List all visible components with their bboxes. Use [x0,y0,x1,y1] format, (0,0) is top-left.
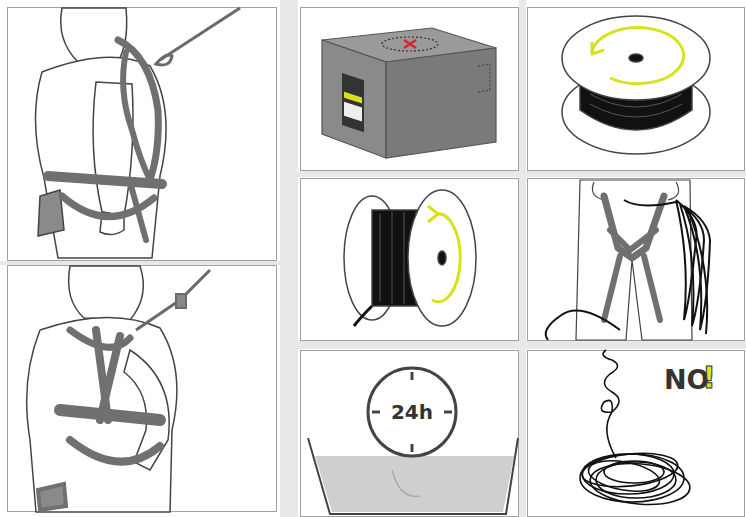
gutter [298,171,746,177]
rope [136,270,210,330]
coiled-rope [546,200,710,340]
harness-strap [610,230,656,250]
rope-box [386,48,496,158]
soaking-basin [315,456,514,512]
rotation-arrow [592,42,604,54]
rope-box [342,73,364,132]
person-side-view [35,57,166,258]
panel-frame [528,351,745,517]
rope-box [322,28,496,158]
clock-tick [411,444,414,452]
panel-frame [8,266,277,512]
harness-strap [604,256,660,320]
harness-strap [60,410,160,420]
person-legs [576,180,692,340]
panel-frame [528,179,745,341]
rope-spool [629,54,643,62]
harness-strap [38,484,66,510]
rope-spool [344,190,476,326]
rope [176,294,186,308]
panel-frame [301,179,519,341]
panel-frame [8,8,745,517]
harness-strap [48,176,162,184]
gutter [280,0,298,517]
clock-tick [372,411,380,414]
person-side-view [35,8,166,258]
soaking-basin [392,470,420,496]
rope-box [478,64,490,92]
rotation-arrow [592,28,684,84]
tangled-rope [604,461,664,483]
harness-strap [118,40,158,180]
rope-box [404,40,416,48]
rope [156,55,172,65]
coiled-rope [624,200,676,206]
rotation-arrow [592,28,684,84]
gutter [298,341,746,349]
rotation-arrow [428,206,460,302]
tangled-rope [581,449,680,491]
soaking-basin [308,438,518,514]
panel-frame [528,8,745,171]
person-legs [576,180,692,340]
rope [136,270,210,330]
person-back-view [27,266,177,512]
tangled-rope [582,454,674,494]
gutter [0,261,280,265]
rope [160,8,240,60]
panel-frame [8,8,277,261]
rope [156,8,240,65]
coiled-rope [688,210,707,334]
clock-tick [411,372,414,380]
coiled-rope [546,310,620,340]
person-back-view [27,317,177,512]
clock-face: 24h [366,366,458,458]
soaking-basin [308,438,518,514]
harness-strap [130,182,146,240]
harness-strap [123,52,150,180]
panel-frame [301,351,519,517]
rotation-arrow [432,214,460,302]
rope-spool [562,16,710,100]
tangled-rope [603,350,619,458]
rope-box [322,40,386,158]
rope-box [382,37,438,51]
rotation-arrow [428,206,438,222]
clock-tick [444,411,452,414]
harness-strap [70,440,160,462]
tangled-rope [601,400,612,412]
rope-box [344,92,362,104]
panel-frame [301,8,519,171]
coiled-rope [684,206,710,330]
duration-text: 24h [366,400,458,424]
rope-spool [408,190,476,326]
harness-strap [48,40,162,240]
rope-box [344,102,362,122]
gutter [519,0,526,517]
rope-spool [562,16,710,154]
rope-spool [438,251,446,265]
person-back-view [69,266,144,320]
harness-strap [100,336,120,420]
harness-strap [38,330,160,510]
harness-strap [604,196,664,320]
rope-spool [354,306,372,326]
exclamation-mark: ! [702,362,716,393]
